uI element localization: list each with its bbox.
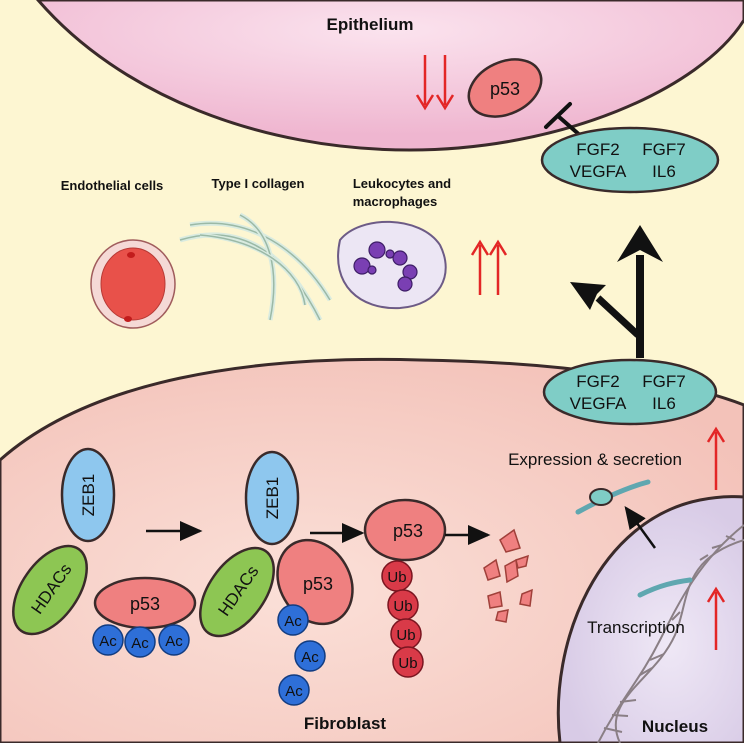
epithelium-cell — [36, 0, 744, 152]
mrna-strand-nucleus — [637, 577, 693, 598]
leukocytes-label-line1: Leukocytes and — [353, 176, 451, 191]
p53-label-1: p53 — [130, 594, 160, 614]
ub-label-1: Ub — [387, 569, 406, 586]
fibroblast-label: Fibroblast — [304, 714, 387, 733]
expression-up-arrow — [706, 426, 726, 490]
p53-ubiquitinated: p53 Ub Ub Ub Ub — [363, 498, 447, 678]
p53-complex-1: p53 — [93, 576, 197, 630]
collagen-label: Type I collagen — [212, 176, 305, 191]
leukocytes-label-line2: macrophages — [353, 194, 438, 209]
collagen-fibers — [179, 212, 333, 322]
p53-decrease-arrows — [415, 55, 455, 111]
p53-epithelium-label: p53 — [490, 79, 520, 99]
stroma-increase-arrows — [470, 239, 508, 295]
ub-label-3: Ub — [396, 627, 415, 644]
leukocyte-illustration — [337, 220, 447, 310]
ac-label-1c: Ac — [165, 633, 183, 650]
p53-epithelium: p53 — [467, 58, 543, 118]
factor-fgf2-top: FGF2 — [576, 140, 619, 159]
acetyl-groups-1: Ac Ac Ac — [92, 624, 190, 658]
growth-factor-oval-epithelium: FGF2 FGF7 VEGFA IL6 — [540, 126, 720, 194]
factor-fgf2-bottom: FGF2 — [576, 372, 619, 391]
zeb1-label-2: ZEB1 — [263, 477, 282, 520]
factor-vegfa-top: VEGFA — [570, 162, 627, 181]
factor-fgf7-top: FGF7 — [642, 140, 685, 159]
p53-label-3: p53 — [393, 521, 423, 541]
hdacs-complex-1: HDACs — [12, 544, 88, 636]
ac-label-1a: Ac — [99, 633, 117, 650]
zeb1-complex-2: ZEB1 — [244, 450, 300, 546]
factor-vegfa-bottom: VEGFA — [570, 394, 627, 413]
complex-2: ZEB1 HDACs p53 Ac Ac Ac — [199, 450, 354, 706]
zeb1-complex-1: ZEB1 — [60, 447, 116, 543]
expression-secretion-label: Expression & secretion — [508, 450, 682, 469]
transcription-label: Transcription — [587, 618, 685, 637]
complex-1: ZEB1 HDACs p53 Ac Ac Ac — [12, 447, 197, 658]
p53-complex-2: p53 — [276, 538, 354, 626]
growth-factor-oval-fibroblast: FGF2 FGF7 VEGFA IL6 — [542, 358, 718, 426]
secretion-branch-arrow — [570, 225, 663, 358]
transcription-to-translation-arrow — [624, 505, 657, 549]
ubiquitin-chain: Ub Ub Ub Ub — [381, 560, 424, 678]
ribosome-mrna — [575, 479, 651, 515]
acetyl-groups-2: Ac Ac Ac — [277, 604, 326, 706]
ub-label-2: Ub — [393, 598, 412, 615]
zeb1-label-1: ZEB1 — [79, 474, 98, 517]
p53-degradation-fragments — [483, 528, 533, 623]
ac-label-1b: Ac — [131, 635, 149, 652]
dna-helix — [597, 524, 744, 743]
ac-label-2b: Ac — [301, 649, 319, 666]
p53-label-2: p53 — [303, 574, 333, 594]
factor-il6-bottom: IL6 — [652, 394, 676, 413]
nucleus-label: Nucleus — [642, 717, 708, 736]
epithelium-label: Epithelium — [327, 15, 414, 34]
factor-il6-top: IL6 — [652, 162, 676, 181]
nucleus — [556, 495, 744, 743]
hdacs-complex-2: HDACs — [199, 546, 275, 638]
factor-fgf7-bottom: FGF7 — [642, 372, 685, 391]
ub-label-4: Ub — [398, 655, 417, 672]
endothelial-cells-label: Endothelial cells — [61, 178, 164, 193]
endothelial-cell-illustration — [90, 239, 176, 329]
transcription-up-arrow — [706, 586, 726, 650]
ac-label-2a: Ac — [284, 613, 302, 630]
ac-label-2c: Ac — [285, 683, 303, 700]
